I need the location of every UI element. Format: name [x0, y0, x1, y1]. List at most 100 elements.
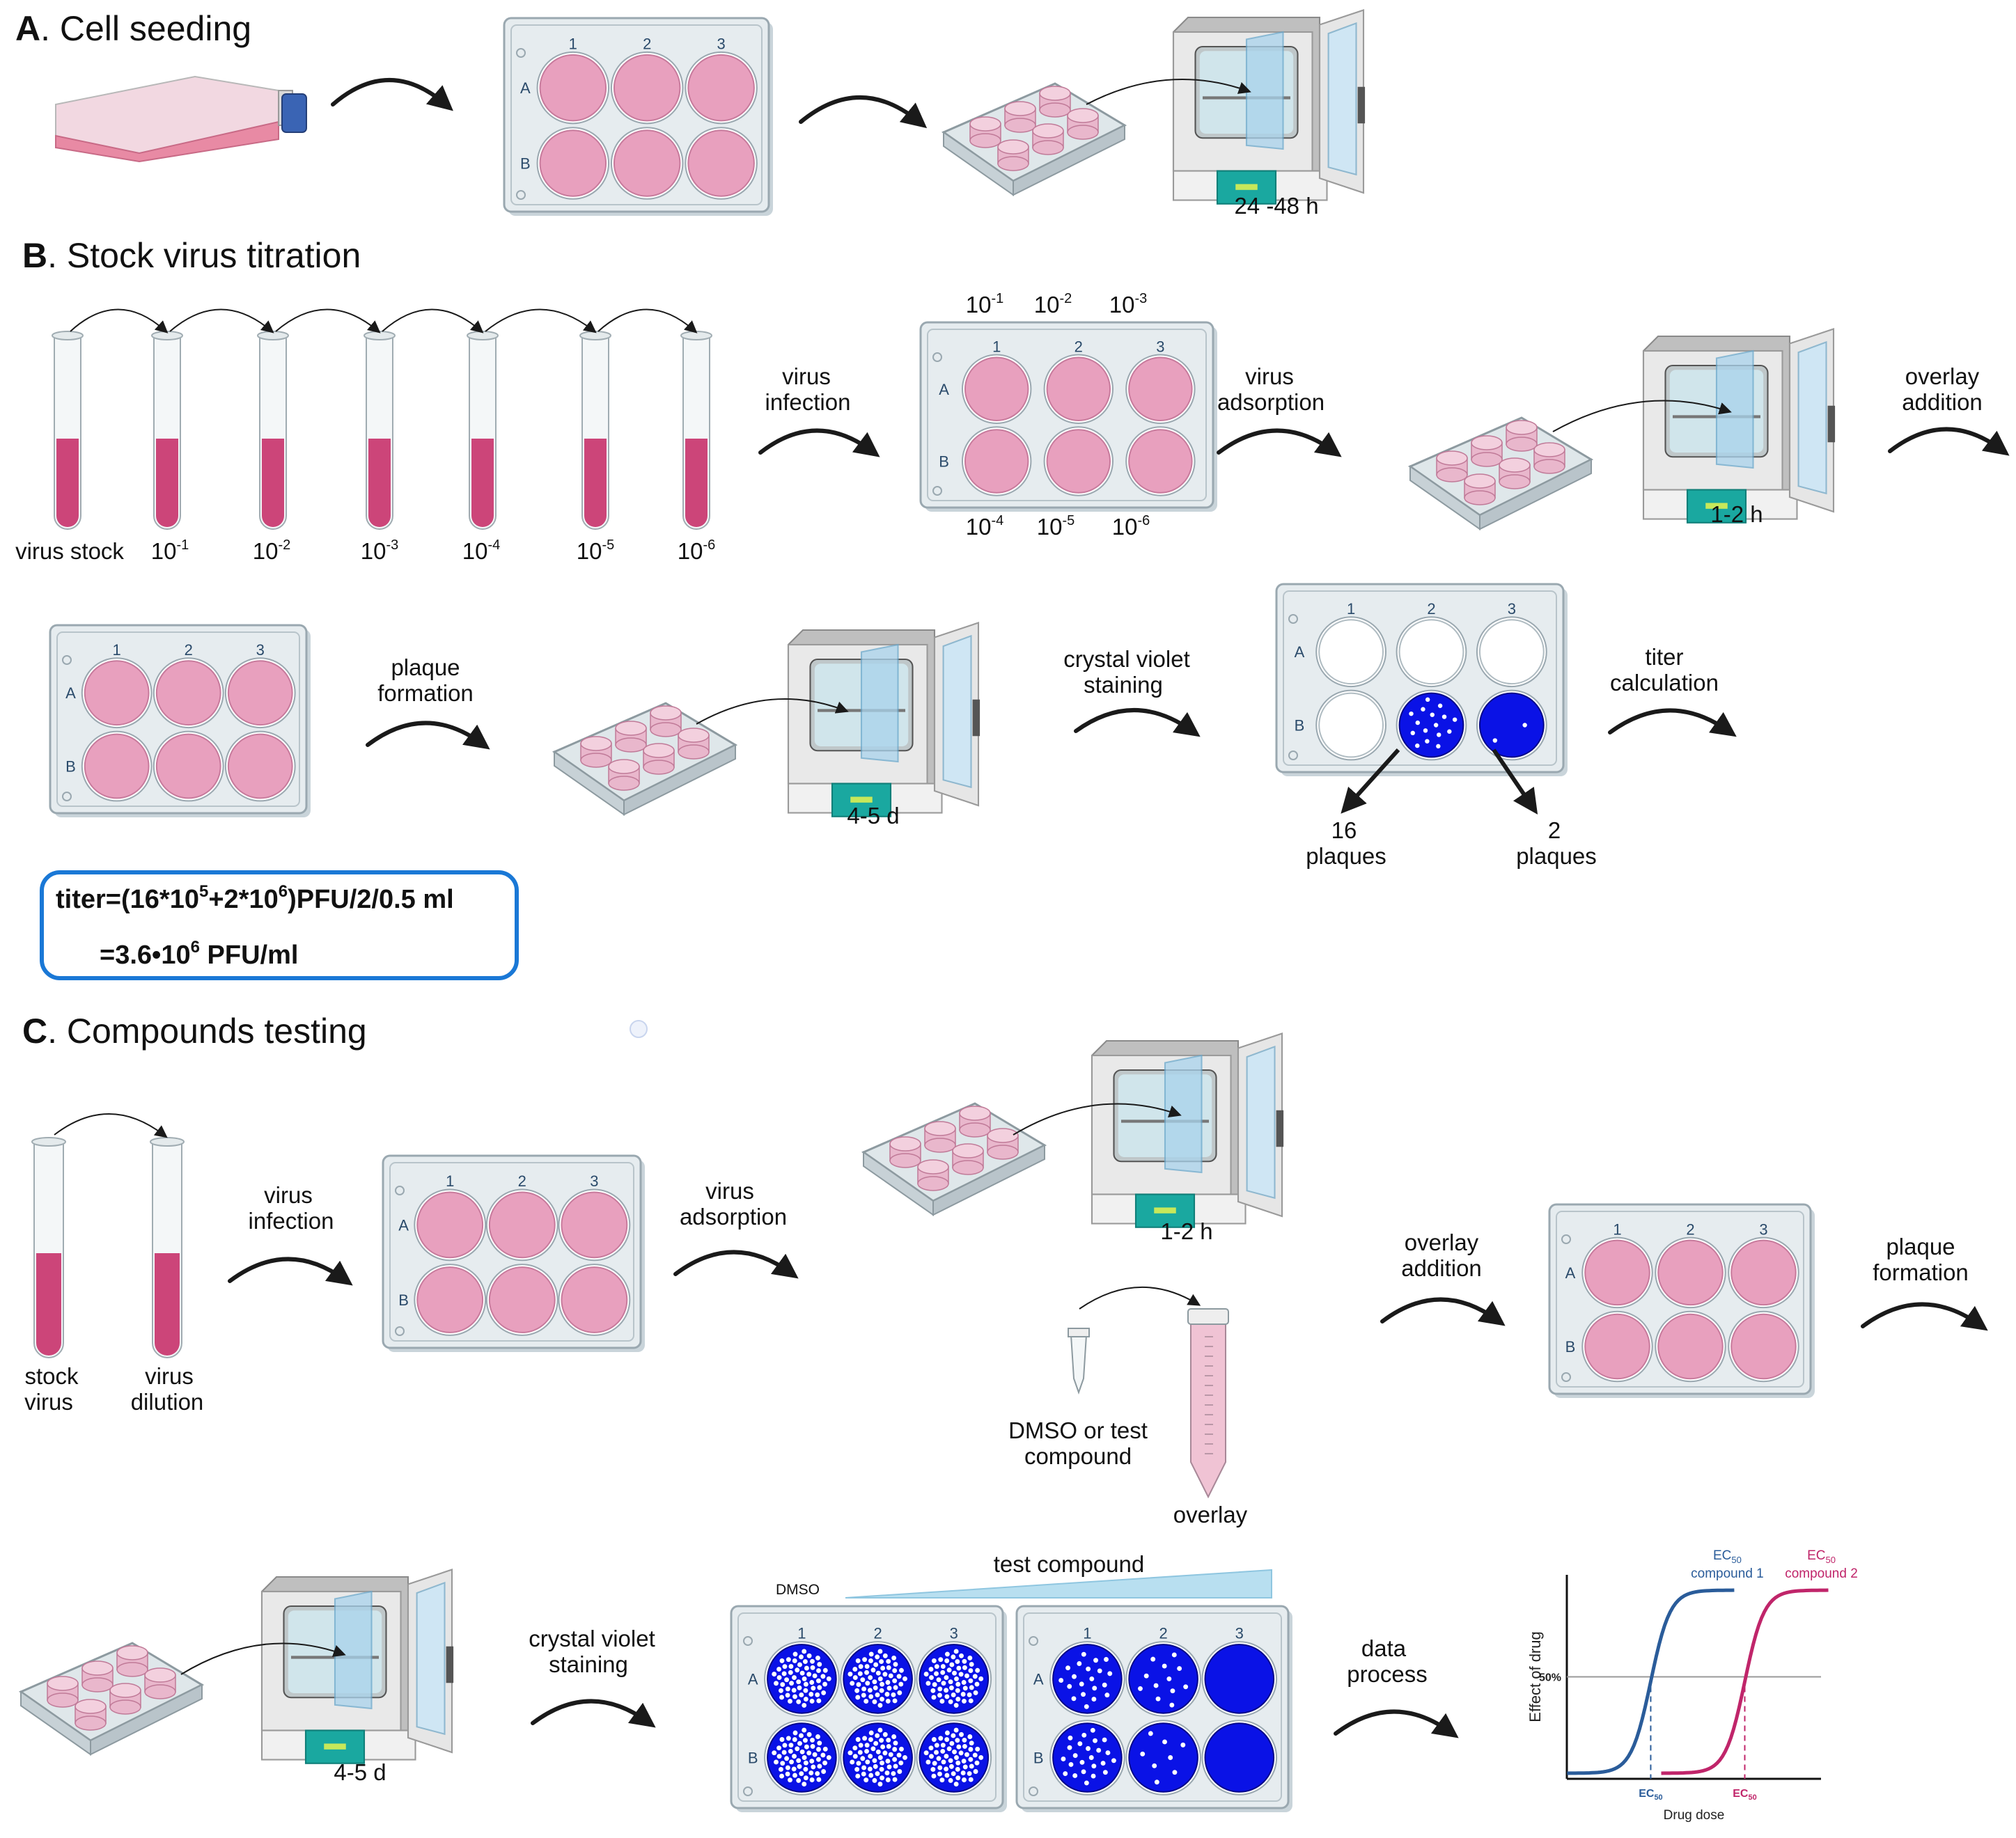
section-b-heading: B. Stock virus titration — [22, 236, 361, 275]
c-data-process-l1: data — [1361, 1635, 1407, 1661]
well — [1476, 689, 1547, 761]
b-tube-4 — [467, 331, 499, 530]
well — [485, 1264, 558, 1336]
well — [1728, 1236, 1799, 1309]
b-dilution-arrow-5 — [485, 308, 597, 333]
well — [224, 657, 296, 729]
c-stock-virus-l2: virus — [24, 1389, 73, 1415]
c-overlay-addition-l1: overlay — [1405, 1230, 1479, 1255]
a-transfer-arrow — [1086, 79, 1251, 105]
c-incubator-2 — [260, 1569, 454, 1764]
b-arrow-plaque — [366, 721, 490, 750]
b-transfer-arrow — [1552, 400, 1732, 432]
plate-row-A: A — [1033, 1670, 1044, 1688]
c-overlay-label: overlay — [1173, 1502, 1248, 1527]
b-dilution-arrow-6 — [597, 308, 698, 333]
well — [916, 1720, 992, 1796]
b-dilution-top: 10-1 10-2 10-3 — [966, 291, 1148, 317]
plate-col-2: 2 — [1686, 1221, 1694, 1239]
a-culture-flask — [55, 75, 307, 163]
c-virus-adsorption-l2: adsorption — [680, 1204, 787, 1230]
well — [764, 1641, 840, 1717]
c-test-compound-label: test compound — [994, 1551, 1144, 1577]
svg-text:10-1: 10-1 — [151, 537, 189, 564]
c-transfer-arrow-2 — [180, 1642, 346, 1675]
well — [536, 127, 610, 200]
plate-row-A: A — [398, 1216, 409, 1234]
b-dilution-arrow-4 — [382, 308, 484, 333]
well — [153, 730, 224, 802]
b-plaque-formation-l1: plaque — [391, 654, 460, 680]
c-compound-gradient — [845, 1569, 1272, 1599]
well — [764, 1720, 840, 1796]
svg-text:10-6: 10-6 — [678, 537, 716, 564]
a-arrow-1 — [331, 78, 453, 111]
well — [1581, 1236, 1653, 1309]
b-plaque-time: 4-5 d — [847, 803, 899, 828]
well — [685, 51, 758, 125]
b-tilted-plate — [1407, 416, 1594, 531]
c-dmso-label: DMSO — [776, 1582, 820, 1598]
plate-col-1: 1 — [446, 1172, 454, 1190]
a-arrow-2 — [799, 95, 928, 129]
c-dilution-arrow — [54, 1113, 168, 1138]
plate-col-3: 3 — [256, 641, 265, 659]
well — [1049, 1641, 1125, 1717]
plate-col-3: 3 — [1759, 1221, 1767, 1239]
c-compound-l2: compound — [1024, 1443, 1132, 1469]
chart-ylabel: Effect of drug — [1526, 1631, 1544, 1722]
chart-ec50-label-2: EC50 — [1807, 1548, 1836, 1565]
svg-text:10-5: 10-5 — [577, 537, 615, 564]
plate-row-B: B — [520, 155, 531, 173]
a-tilted-plate — [941, 82, 1127, 196]
svg-text:10-4: 10-4 — [966, 513, 1004, 540]
well — [485, 1188, 558, 1262]
section-c-letter: C — [22, 1012, 47, 1051]
plate-col-3: 3 — [1156, 338, 1164, 356]
b-crystal-violet-l1: crystal violet — [1063, 646, 1190, 672]
b-arrow-overlay — [1888, 427, 2010, 456]
well — [1476, 616, 1547, 688]
a-incubator — [1172, 9, 1366, 205]
plate-col-3: 3 — [1235, 1624, 1244, 1642]
well — [961, 426, 1032, 496]
section-c-title: . Compounds testing — [47, 1012, 367, 1051]
plate-col-2: 2 — [1075, 338, 1083, 356]
c-tilted-plate-2 — [18, 1642, 205, 1756]
a-incubation-time: 24 -48 h — [1234, 193, 1318, 219]
plate-col-1: 1 — [1613, 1221, 1621, 1239]
b-overlay-addition-l2: addition — [1902, 389, 1983, 415]
c-stock-virus-l1: stock — [24, 1363, 79, 1389]
plate-row-A: A — [520, 79, 531, 97]
c-arrow-staining — [531, 1699, 656, 1728]
plate-col-2: 2 — [1159, 1624, 1167, 1642]
well — [224, 730, 296, 802]
titer-line-1: titer=(16*105+2*106)PFU/2/0.5 ml — [56, 882, 454, 914]
svg-text:10-5: 10-5 — [1037, 513, 1075, 540]
plate-row-B: B — [398, 1291, 409, 1309]
plate-col-1: 1 — [797, 1624, 806, 1642]
c-transfer-arrow — [1013, 1103, 1182, 1136]
b-tube-2 — [257, 331, 289, 530]
c-stock-tube — [31, 1137, 66, 1358]
well — [1125, 1641, 1201, 1717]
well — [610, 127, 684, 200]
c-virus-infection-l2: infection — [249, 1208, 334, 1234]
c-incubator — [1091, 1032, 1284, 1228]
svg-text:10-6: 10-6 — [1112, 513, 1150, 540]
c-stray-dot — [630, 1020, 648, 1038]
c-dilution-tube — [150, 1137, 185, 1358]
chart-series-name-2: compound 2 — [1785, 1566, 1858, 1581]
well — [840, 1641, 916, 1717]
plate-col-1: 1 — [113, 641, 121, 659]
well — [961, 354, 1032, 424]
plate-col-1: 1 — [569, 35, 577, 52]
c-plaque-formation-l1: plaque — [1886, 1234, 1955, 1259]
well — [1049, 1720, 1125, 1796]
